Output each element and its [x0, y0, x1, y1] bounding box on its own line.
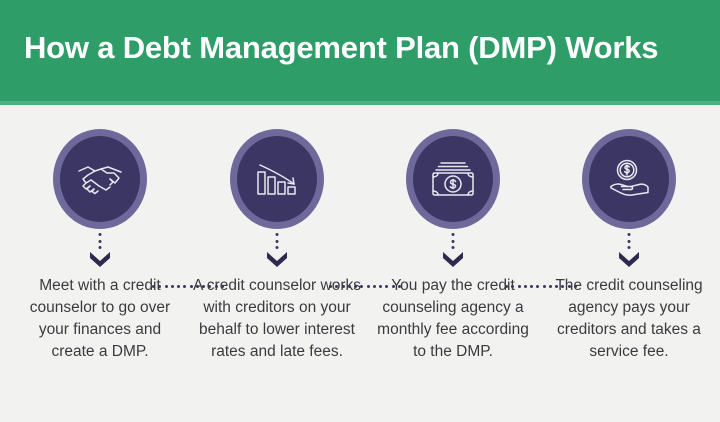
step-3-icon-badge: [406, 129, 500, 229]
process-steps-container: Meet with a credit counselor to go over …: [0, 105, 720, 422]
page-title: How a Debt Management Plan (DMP) Works: [24, 30, 659, 65]
process-step-3: You pay the credit counseling agency a m…: [365, 105, 541, 422]
connector-dot: [208, 285, 212, 288]
step-4-caption: The credit counseling agency pays your c…: [555, 277, 703, 360]
step-4-vertical-dots: [627, 233, 631, 249]
connector-dot: [530, 285, 534, 288]
connector-dot: [451, 246, 455, 249]
step-4-icon-badge: [582, 129, 676, 229]
connector-dot: [517, 285, 521, 288]
hand-holding-coin-icon: [606, 159, 652, 199]
connector-dot: [505, 285, 508, 288]
step-2-vertical-dots: [275, 233, 279, 249]
connector-dot: [214, 285, 218, 288]
connector-dot: [573, 285, 577, 288]
connector-dot: [98, 233, 102, 236]
step-3-caption: You pay the credit counseling agency a m…: [377, 277, 529, 360]
header-underline-divider: [0, 101, 720, 105]
connector-dot: [347, 285, 351, 288]
connector-dot: [164, 285, 168, 288]
connector-dot: [98, 239, 102, 243]
connector-dot: [511, 285, 515, 288]
step-1-icon-badge: [53, 129, 147, 229]
connector-dot: [627, 246, 631, 249]
connector-step2-to-step3: [329, 285, 401, 288]
connector-dot: [627, 239, 631, 243]
connector-dot: [385, 285, 389, 288]
connector-dot: [542, 285, 546, 288]
connector-dot: [275, 246, 279, 249]
process-step-2: A credit counselor works with creditors …: [189, 105, 365, 422]
step-1-caption: Meet with a credit counselor to go over …: [29, 277, 171, 360]
connector-dot: [379, 285, 383, 288]
connector-dot: [451, 239, 455, 243]
step-3-chevron-down-icon: [442, 250, 464, 268]
connector-dot: [220, 285, 224, 288]
connector-dot: [98, 246, 102, 249]
connector-step3-to-step4: [505, 285, 577, 288]
connector-dot: [177, 285, 181, 288]
connector-dot: [627, 233, 631, 236]
connector-dot: [548, 285, 552, 288]
process-step-1: Meet with a credit counselor to go over …: [12, 105, 188, 422]
connector-dot: [372, 285, 376, 288]
connector-dot: [366, 285, 370, 288]
connector-dot: [275, 233, 279, 236]
connector-dot: [451, 233, 455, 236]
connector-dot: [202, 285, 206, 288]
connector-dot: [183, 285, 187, 288]
step-2-caption: A credit counselor works with creditors …: [193, 277, 361, 360]
connector-dot: [170, 285, 174, 288]
step-3-icon-disc: [413, 136, 493, 222]
connector-dot: [152, 285, 155, 288]
declining-bar-chart-icon: [255, 161, 299, 197]
connector-dot: [158, 285, 162, 288]
connector-dot: [335, 285, 339, 288]
header-banner: How a Debt Management Plan (DMP) Works: [0, 0, 720, 105]
connector-dot: [555, 285, 559, 288]
step-4-icon-disc: [589, 136, 669, 222]
step-1-vertical-dots: [98, 233, 102, 249]
connector-dot: [189, 285, 193, 288]
step-3-vertical-dots: [451, 233, 455, 249]
connector-dot: [397, 285, 401, 288]
connector-dot: [195, 285, 199, 288]
step-2-chevron-down-icon: [266, 250, 288, 268]
step-2-icon-disc: [237, 136, 317, 222]
connector-dot: [561, 285, 565, 288]
connector-dot: [275, 239, 279, 243]
connector-dot: [341, 285, 345, 288]
connector-dot: [329, 285, 332, 288]
step-1-icon-disc: [60, 136, 140, 222]
connector-dot: [354, 285, 358, 288]
process-step-4: The credit counseling agency pays your c…: [541, 105, 717, 422]
cash-banknote-icon: [430, 160, 476, 198]
step-4-chevron-down-icon: [618, 250, 640, 268]
connector-dot: [536, 285, 540, 288]
connector-dot: [567, 285, 571, 288]
connector-step1-to-step2: [152, 285, 224, 288]
step-1-chevron-down-icon: [89, 250, 111, 268]
handshake-icon: [77, 162, 123, 196]
step-2-icon-badge: [230, 129, 324, 229]
connector-dot: [523, 285, 527, 288]
connector-dot: [360, 285, 364, 288]
connector-dot: [391, 285, 395, 288]
